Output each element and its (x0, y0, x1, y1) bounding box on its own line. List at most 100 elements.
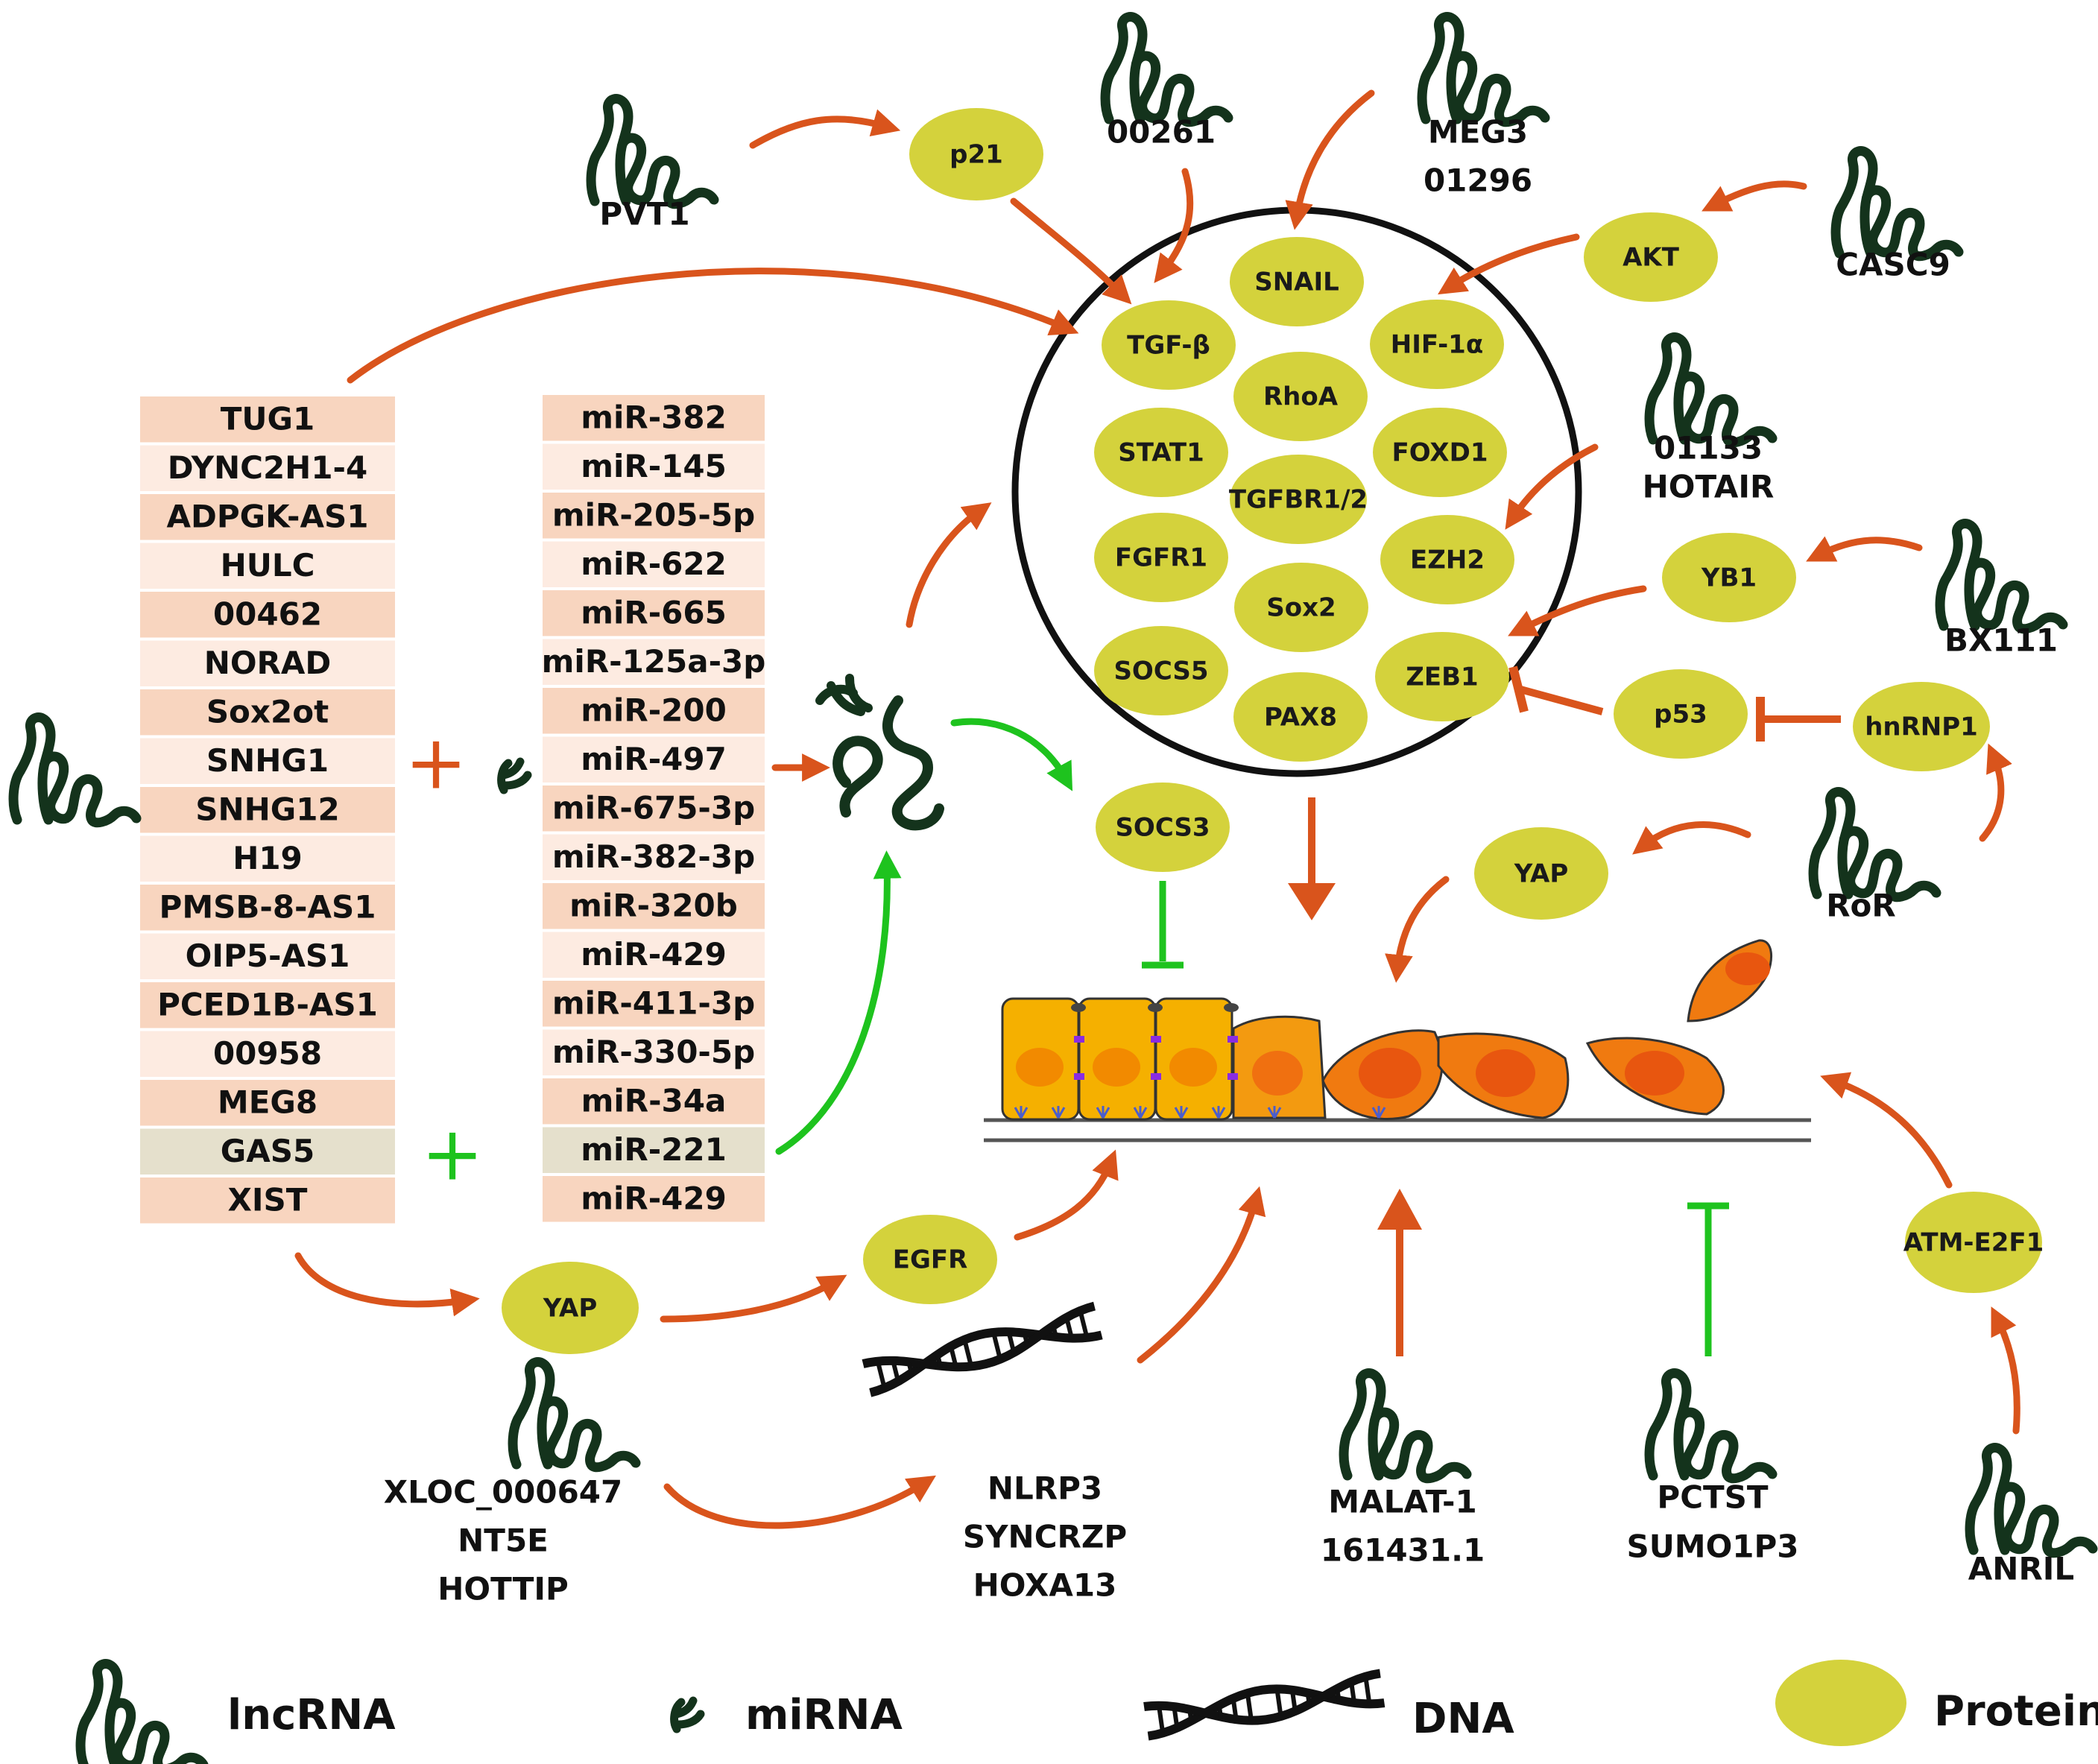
mirna-table-name: miR-382 (581, 399, 727, 435)
lncrna-label-pctst: PCTST SUMO1P3 (1626, 1479, 1798, 1565)
mirna-table-row: miR-205-5p (543, 493, 765, 539)
svg-text:NLRP3: NLRP3 (988, 1470, 1102, 1507)
lncrna-table-name: 00462 (213, 595, 322, 632)
lncrna-label-hotair: 01133 HOTAIR (1643, 430, 1775, 505)
lncrna-table-name: PMSB-8-AS1 (159, 888, 376, 925)
mirna-table-name: miR-320b (569, 887, 738, 923)
svg-text:p53: p53 (1654, 700, 1707, 730)
lncrna-label-pvt1: PVT1 (599, 196, 689, 233)
arrow-ror-to-yap (1632, 821, 1751, 855)
arrow-meg3-to-snail (1285, 89, 1375, 230)
svg-text:HOTTIP: HOTTIP (437, 1571, 569, 1607)
legend-protein-icon (1775, 1660, 1906, 1746)
legend-protein-label: Protein (1934, 1687, 2098, 1736)
svg-text:EZH2: EZH2 (1410, 546, 1485, 575)
lncrna-table-row: HULC (140, 543, 395, 589)
svg-text:MEG3: MEG3 (1428, 114, 1528, 151)
mirna-table-row: miR-665 (543, 590, 765, 636)
svg-text:161431.1: 161431.1 (1321, 1532, 1485, 1569)
svg-text:FOXD1: FOXD1 (1391, 438, 1488, 468)
protein-egfr: EGFR (863, 1215, 997, 1304)
lncrna-table-name: 00958 (213, 1035, 322, 1072)
lncrna-table-name: GAS5 (221, 1133, 315, 1169)
protein-socs3: SOCS3 (1096, 783, 1230, 872)
lncrna-icon-xloc (513, 1362, 636, 1467)
lncrna-icon-malat1 (1344, 1373, 1467, 1479)
mirna-table-row: miR-429 (543, 932, 765, 978)
mirna-table-name: miR-145 (581, 448, 727, 484)
svg-text:YAP: YAP (1514, 859, 1569, 889)
circle-protein-ezh2: EZH2 (1380, 515, 1514, 604)
green-inhibition-pctst-to-cells (1687, 1202, 1729, 1356)
arrow-yap-to-cells (1385, 876, 1450, 983)
lncrna-label-meg3: MEG3 01296 (1424, 114, 1532, 199)
lncrna-table-name: Sox2ot (206, 693, 329, 730)
mirna-table-name: miR-330-5p (552, 1034, 755, 1070)
epithelial-to-mesenchymal-cells (984, 939, 1811, 1142)
circle-protein-stat1: STAT1 (1094, 408, 1228, 497)
arrow-dna-to-cells (1137, 1186, 1266, 1364)
legend: lncRNA miRNA DNA Protein (80, 1660, 2098, 1764)
lncrna-label-bx111: BX111 (1944, 622, 2058, 659)
arrow-xloc-to-dna (663, 1475, 936, 1529)
lncrna-table: TUG1DYNC2H1-4ADPGK-AS1HULC00462NORADSox2… (140, 396, 395, 1224)
circle-protein-pax8: PAX8 (1233, 672, 1368, 762)
svg-text:RoR: RoR (1826, 888, 1896, 924)
svg-text:YAP: YAP (543, 1294, 598, 1324)
svg-text:PAX8: PAX8 (1264, 703, 1337, 733)
mirna-table-name: miR-665 (581, 594, 727, 630)
svg-text:PVT1: PVT1 (599, 196, 689, 233)
protein-p53: p53 (1614, 669, 1748, 759)
arrow-yap-to-egfr (660, 1274, 847, 1323)
arrow-hotair-to-ezh2 (1505, 443, 1599, 530)
mirna-table-name: miR-411-3p (552, 984, 755, 1021)
protein-hnrnp1: hnRNP1 (1853, 682, 1990, 771)
lncrna-table-name: HULC (221, 547, 315, 584)
arrow-yb1-to-zeb1 (1508, 585, 1647, 636)
lncrna-table-name: DYNC2H1-4 (168, 449, 367, 486)
mirna-table-row: miR-34a (543, 1078, 765, 1125)
mirna-table-row: miR-382 (543, 395, 765, 441)
lncrna-table-row: XIST (140, 1177, 395, 1224)
arrow-00261-to-tgfb (1154, 168, 1194, 283)
mirna-table-row: miR-411-3p (543, 981, 765, 1027)
svg-text:XLOC_000647: XLOC_000647 (384, 1474, 623, 1511)
arrow-tug1-to-tgfb (347, 268, 1079, 384)
lncrna-icon-hotair (1649, 338, 1772, 443)
arrow-akt-to-hif1a (1438, 233, 1580, 295)
circle-protein-rhoa: RhoA (1233, 352, 1368, 441)
circle-protein-fgfr1: FGFR1 (1094, 513, 1228, 602)
svg-text:BX111: BX111 (1944, 622, 2058, 659)
svg-text:YB1: YB1 (1701, 563, 1757, 593)
lncrna-table-name: TUG1 (221, 400, 315, 437)
mirna-table-name: miR-125a-3p (542, 643, 766, 680)
lncrna-label-00261: 00261 (1107, 114, 1216, 151)
dna-icon-nlrp3 (863, 1306, 1102, 1393)
lncrna-table-row: H19 (140, 835, 395, 882)
dna-label-nlrp3: NLRP3 SYNCRZP HOXA13 (963, 1470, 1127, 1604)
arrow-ror-to-hnrnp1 (1979, 743, 2012, 842)
mirna-table-row: miR-125a-3p (542, 639, 766, 685)
svg-text:01296: 01296 (1424, 162, 1532, 199)
lncrna-table-name: MEG8 (218, 1084, 317, 1120)
arrow-p21-to-tgfb (1010, 197, 1132, 305)
lncrna-icon-left (13, 718, 136, 823)
circle-protein-snail: SNAIL (1230, 237, 1364, 326)
mirna-table-row: miR-330-5p (543, 1029, 765, 1075)
lncrna-table-row: SNHG12 (140, 787, 395, 833)
mirna-table-row: miR-497 (543, 736, 765, 783)
arrow-complex-to-circle (906, 502, 992, 628)
mirna-icon-between-tables (497, 757, 532, 794)
mirna-table-name: miR-497 (581, 741, 727, 777)
circle-protein-tgfbr12: TGFBR1/2 (1229, 455, 1368, 544)
svg-text:p21: p21 (950, 140, 1003, 170)
circle-protein-zeb1: ZEB1 (1375, 632, 1509, 721)
lncrna-icon-bx111 (1940, 524, 2063, 629)
arrow-anril-to-atm (1991, 1306, 2020, 1435)
lncrna-icon-ror (1813, 792, 1936, 897)
arrow-xist-to-yap (294, 1252, 480, 1317)
svg-text:ATM-E2F1: ATM-E2F1 (1903, 1228, 2044, 1258)
mirna-table-row: miR-200 (543, 688, 765, 734)
lncrna-label-xloc: XLOC_000647 NT5E HOTTIP (384, 1474, 623, 1607)
protein-yap-left: YAP (502, 1262, 639, 1354)
